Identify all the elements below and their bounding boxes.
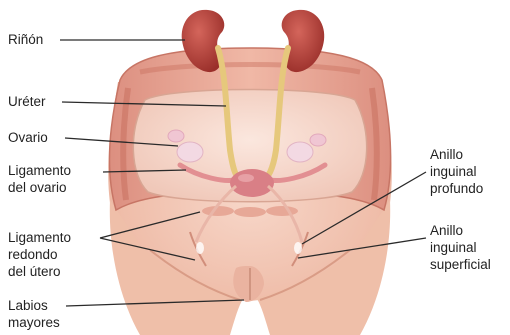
label-labios-mayores-line2: mayores	[8, 314, 60, 331]
label-anillo-profundo-line3: profundo	[430, 180, 483, 197]
label-ureter: Uréter	[8, 93, 46, 110]
label-ovario: Ovario	[8, 129, 48, 146]
label-ligamento-ovario-line1: Ligamento	[8, 162, 71, 179]
label-labios-mayores: Labios mayores	[8, 297, 60, 331]
label-ligamento-redondo-line2: redondo	[8, 246, 71, 263]
label-anillo-profundo-line2: inguinal	[430, 163, 483, 180]
label-anillo-profundo-line1: Anillo	[430, 146, 483, 163]
label-ligamento-redondo: Ligamento redondo del útero	[8, 229, 71, 280]
label-anillo-superficial-line2: inguinal	[430, 239, 491, 256]
label-anillo-superficial-line3: superficial	[430, 256, 491, 273]
label-ligamento-ovario: Ligamento del ovario	[8, 162, 71, 196]
label-anillo-superficial: Anillo inguinal superficial	[430, 222, 491, 273]
label-ligamento-redondo-line3: del útero	[8, 263, 71, 280]
label-rinon: Riñón	[8, 31, 43, 48]
label-anillo-superficial-line1: Anillo	[430, 222, 491, 239]
label-anillo-profundo: Anillo inguinal profundo	[430, 146, 483, 197]
label-ligamento-redondo-line1: Ligamento	[8, 229, 71, 246]
label-labios-mayores-line1: Labios	[8, 297, 60, 314]
label-ligamento-ovario-line2: del ovario	[8, 179, 71, 196]
